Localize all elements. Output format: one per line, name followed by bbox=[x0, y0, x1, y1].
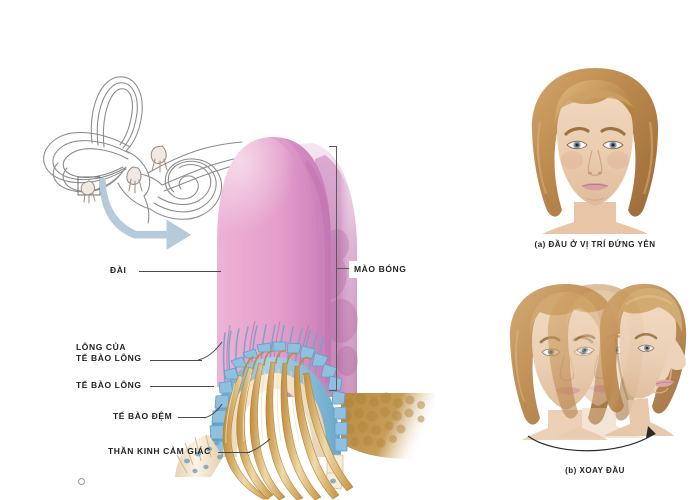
crista-ampullaris-diagram bbox=[175, 137, 435, 500]
label-hair-cell-cilia-leader bbox=[150, 360, 202, 361]
woman-head-rotating-composite bbox=[509, 283, 687, 452]
label-hair-cell-cilia-leader-hook bbox=[198, 341, 223, 361]
magnify-arrow bbox=[99, 178, 192, 250]
label-hair-cell-leader bbox=[150, 386, 214, 387]
caption-panel-b: (b) XOAY ĐẦU bbox=[565, 466, 625, 475]
label-mao-bong: MÀO BÓNG bbox=[349, 261, 411, 278]
label-sensory-nerve: THẦN KINH CẢM GIÁC bbox=[108, 446, 211, 456]
mao-bong-bracket-middle-tick bbox=[336, 268, 350, 269]
label-hair-cell-cilia: LÔNG CỦA bbox=[76, 342, 127, 352]
label-supporting-cell: TẾ BÀO ĐỆM bbox=[113, 411, 173, 421]
label-hair-cell: TẾ BÀO LÔNG bbox=[76, 380, 142, 390]
mao-bong-bracket-top-tick bbox=[329, 146, 337, 147]
woman-head-still-frontal bbox=[531, 68, 659, 234]
label-supporting-cell-leader-hook bbox=[204, 403, 223, 419]
label-hair-cell-cilia-line2: TẾ BÀO LÔNG bbox=[76, 353, 142, 363]
label-supporting-cell-leader bbox=[178, 417, 206, 418]
rotation-arrow bbox=[527, 426, 656, 452]
label-sensory-nerve-leader bbox=[218, 452, 250, 453]
mao-bong-bracket-bottom-tick bbox=[329, 390, 337, 391]
label-sensory-nerve-leader-hook bbox=[246, 438, 271, 454]
label-dai: ĐÀI bbox=[110, 265, 127, 275]
stray-dot-artifact bbox=[78, 478, 85, 485]
label-dai-leader bbox=[139, 271, 221, 272]
caption-panel-a: (a) ĐẦU Ở VỊ TRÍ ĐỨNG YÊN bbox=[534, 240, 656, 249]
